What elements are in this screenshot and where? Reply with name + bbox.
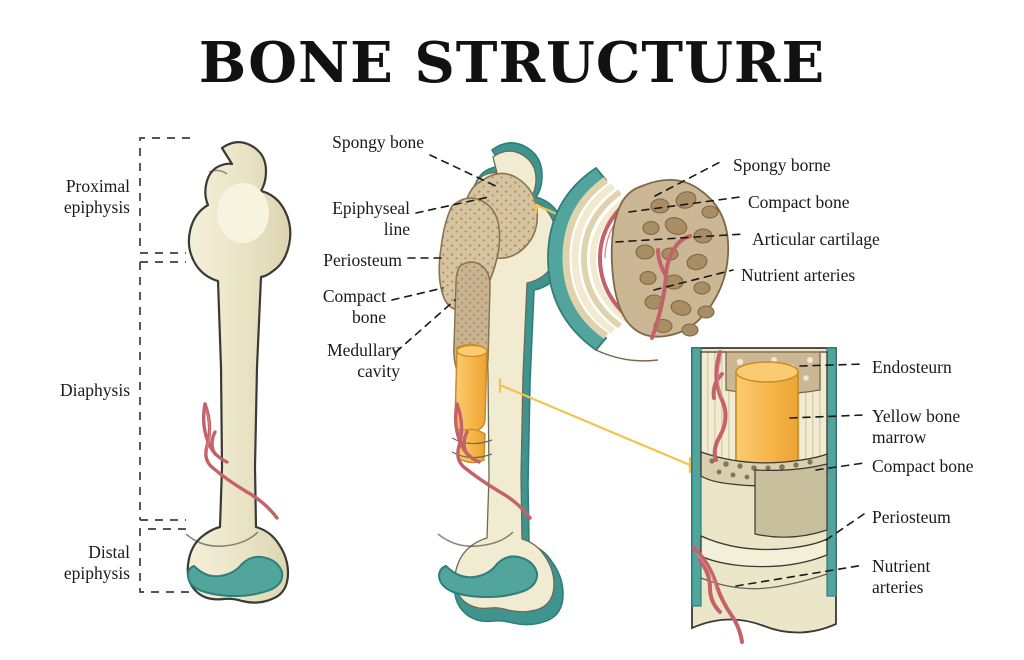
compact-bone-lamellae xyxy=(562,177,629,339)
artery-highlight-cutaway xyxy=(696,357,723,588)
leader-epiphyseal-line xyxy=(415,196,490,214)
cutaway-label-periosteum: Periosteum xyxy=(872,507,951,527)
center-label-periosteum: Periosteum xyxy=(323,250,402,270)
detail-label-articular-cartilage: Articular cartilage xyxy=(752,229,880,249)
trabecular-cavities xyxy=(635,191,719,337)
leader-yellow-marrow xyxy=(789,414,865,419)
marrow-cylinder-top xyxy=(735,361,799,383)
whole-bone-illustration xyxy=(139,137,292,604)
femur-outline xyxy=(186,141,292,604)
cutaway-label-nutrient-arteries: Nutrient arteries xyxy=(872,556,931,597)
artery-highlight-left xyxy=(205,409,211,449)
bracket-distal xyxy=(139,528,196,593)
leader-articular-cartilage xyxy=(615,233,745,243)
inner-bone-band xyxy=(754,463,828,538)
distal-articular-cartilage xyxy=(187,555,284,597)
region-label-proximal-epiphysis: Proximal epiphysis xyxy=(63,176,130,217)
distal-cartilage-center xyxy=(438,555,539,598)
center-label-compact-bone: Compact bone xyxy=(322,286,386,327)
nutrient-artery-group-center xyxy=(453,402,532,520)
center-label-medullary-cavity: Medullary cavity xyxy=(327,340,400,381)
condyle-contour-center xyxy=(437,531,514,547)
yellow-marrow-cylinder xyxy=(735,371,799,469)
epiphysis-detail-illustration xyxy=(547,166,730,362)
leader-lines xyxy=(391,154,865,587)
detail-label-nutrient-arteries-top: Nutrient arteries xyxy=(741,265,856,285)
cutaway-label-yellow-bone-marrow: Yellow bone marrow xyxy=(872,406,961,447)
cross-section-bone-illustration xyxy=(437,142,569,626)
condyle-contour xyxy=(185,531,259,547)
periosteum-left-edge xyxy=(691,347,702,607)
bracket-diaphysis xyxy=(139,261,186,521)
connector-bottom xyxy=(498,377,692,474)
page-title: BONE STRUCTURE xyxy=(198,30,826,96)
medullary-cavity-marrow xyxy=(454,343,488,434)
femoral-head-highlight xyxy=(217,183,269,243)
periosteum-right-edge xyxy=(826,347,837,597)
leader-endosteurn xyxy=(799,363,865,367)
detail-bottom-edge xyxy=(595,349,659,362)
lower-cut-ring xyxy=(700,534,828,568)
cutaway-label-compact-bone: Compact bone xyxy=(872,456,974,476)
region-label-diaphysis: Diaphysis xyxy=(60,380,130,400)
region-label-distal-epiphysis: Distal epiphysis xyxy=(63,542,130,583)
leader-spongy-borne xyxy=(654,159,725,197)
leader-compact-bone xyxy=(391,287,444,301)
region-brackets xyxy=(139,137,196,593)
leader-compact-bone-top xyxy=(628,196,741,213)
nutrient-artery-group-cutaway xyxy=(692,350,744,644)
detail-label-compact-bone-top: Compact bone xyxy=(748,192,850,212)
leader-medullary xyxy=(395,299,456,353)
leader-compact-bone-bottom xyxy=(815,462,865,471)
center-label-spongy-bone: Spongy bone xyxy=(332,132,424,152)
bracket-proximal xyxy=(139,137,190,254)
center-label-epiphyseal-line: Epiphyseal line xyxy=(332,198,410,239)
central-artery-branch xyxy=(650,234,692,340)
leader-periosteum-bottom xyxy=(825,513,865,541)
leader-nutrient-arteries-top xyxy=(653,269,734,291)
leader-spongy-bone xyxy=(429,154,501,189)
marrow-top-ellipse xyxy=(456,344,488,358)
bottom-contour-line xyxy=(700,573,828,590)
trochanter-contour xyxy=(208,169,228,175)
detail-label-spongy-borne: Spongy borne xyxy=(733,155,831,175)
shaft-cutaway-illustration xyxy=(691,347,837,644)
leader-nutrient-arteries-bottom xyxy=(735,564,865,587)
cutaway-label-endosteurn: Endosteurn xyxy=(872,357,952,377)
